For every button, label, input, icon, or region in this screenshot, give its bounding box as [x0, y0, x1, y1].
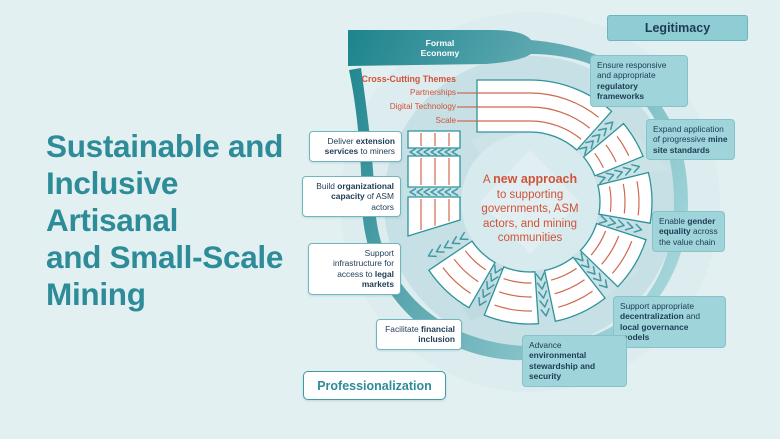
chevron-icon: [586, 265, 596, 275]
chevron-icon: [539, 299, 549, 308]
chevron-icon: [578, 146, 588, 156]
theme-line: [594, 152, 604, 169]
wheel-segment: [582, 122, 644, 177]
professionalization-label: Professionalization: [303, 371, 446, 400]
chevron-icon: [536, 281, 546, 290]
theme-line: [636, 181, 640, 216]
chevron-icon: [478, 296, 487, 307]
theme-line: [498, 291, 532, 298]
chevron-icon: [624, 221, 634, 231]
theme-label-scale: Scale: [435, 116, 456, 125]
theme-line: [550, 267, 577, 281]
callout-mine-site-standards: Expand application of progressive mine s…: [646, 119, 735, 161]
callout-regulatory-frameworks: Ensure responsive and appropriate regula…: [590, 55, 688, 107]
callout-build-organizational-capacity: Build organizational capacity of ASM act…: [302, 176, 401, 218]
wheel-segment: [579, 222, 647, 288]
callout-deliver-extension-services: Deliver extension services to miners: [309, 131, 402, 162]
theme-line: [477, 92, 599, 118]
theme-line: [611, 240, 633, 274]
legitimacy-label: Legitimacy: [607, 15, 748, 41]
chevron-icon: [574, 252, 584, 262]
chevron-icon: [423, 188, 431, 196]
chevron-icon: [427, 248, 437, 258]
chevron-icon: [622, 166, 632, 176]
chevron-icon: [451, 236, 461, 245]
theme-label-partnerships: Partnerships: [410, 88, 456, 97]
theme-line: [554, 279, 585, 295]
chevron-icon: [494, 264, 503, 274]
chevron-icon: [451, 148, 459, 156]
chevron-icon: [430, 148, 438, 156]
theme-line: [453, 258, 479, 283]
chevron-icon: [437, 148, 445, 156]
chevron-icon: [592, 272, 602, 282]
chevron-icon: [409, 188, 417, 196]
callout-decentralization: Support appropriate decentralization and…: [613, 296, 726, 348]
wheel-center-disc: [461, 133, 599, 271]
theme-line: [601, 235, 620, 265]
chevron-icon: [416, 148, 424, 156]
chevron-icon: [598, 215, 608, 225]
chevron-icon: [416, 188, 424, 196]
chevron-icon: [616, 219, 625, 229]
callout-support-infrastructure: Support infrastructure for access to leg…: [308, 243, 401, 295]
theme-line: [605, 144, 617, 163]
theme-line: [477, 106, 591, 129]
chevron-icon: [591, 133, 601, 143]
theme-line: [558, 290, 593, 308]
wheel-block: [407, 130, 461, 149]
theme-line: [442, 267, 471, 294]
chevron-icon: [631, 164, 641, 173]
theme-line: [464, 250, 487, 271]
chevron-icon: [535, 272, 545, 281]
chevron-icon: [443, 240, 453, 249]
chevron-icon: [585, 140, 595, 149]
chevron-icon: [459, 231, 469, 241]
callout-facilitate-financial-inclusion: Facilitate financial inclusion: [376, 319, 462, 350]
wheel-segment: [543, 256, 607, 323]
chevron-icon: [490, 272, 499, 282]
chevron-icon: [437, 188, 445, 196]
chevron-icon: [614, 169, 624, 179]
chevron-icon: [409, 148, 417, 156]
chevron-icon: [540, 308, 550, 317]
theme-line: [590, 230, 607, 256]
chevron-icon: [482, 288, 491, 299]
chevron-icon: [604, 121, 614, 131]
chevron-icon: [580, 259, 590, 269]
cross-cutting-themes-header: Cross-Cutting Themes: [361, 74, 456, 84]
chevron-icon: [598, 127, 608, 137]
formal-economy-band: [348, 30, 531, 66]
facet: [480, 150, 580, 254]
chevron-icon: [423, 148, 431, 156]
chevron-icon: [430, 188, 438, 196]
theme-line: [477, 120, 582, 140]
callout-gender-equality: Enable gender equality across the value …: [652, 211, 725, 253]
chevron-icon: [596, 175, 606, 185]
wheel-segment: [427, 240, 496, 309]
chevron-icon: [451, 188, 459, 196]
theme-label-digital-technology: Digital Technology: [389, 102, 456, 111]
chevron-icon: [444, 148, 452, 156]
chevron-icon: [444, 188, 452, 196]
chevron-icon: [607, 217, 617, 227]
wheel-top-segment: [476, 79, 613, 151]
theme-line: [503, 278, 532, 284]
chevron-icon: [486, 280, 495, 290]
theme-line: [608, 186, 612, 212]
theme-line: [616, 136, 630, 157]
chevron-icon: [633, 223, 643, 233]
chevron-icon: [605, 172, 615, 182]
theme-line: [622, 183, 626, 214]
chevron-icon: [435, 244, 445, 253]
callout-environmental-stewardship: Advance environmental stewardship and se…: [522, 335, 627, 387]
theme-line: [494, 304, 532, 312]
chevron-icon: [537, 290, 548, 299]
chevron-icon: [598, 279, 608, 289]
